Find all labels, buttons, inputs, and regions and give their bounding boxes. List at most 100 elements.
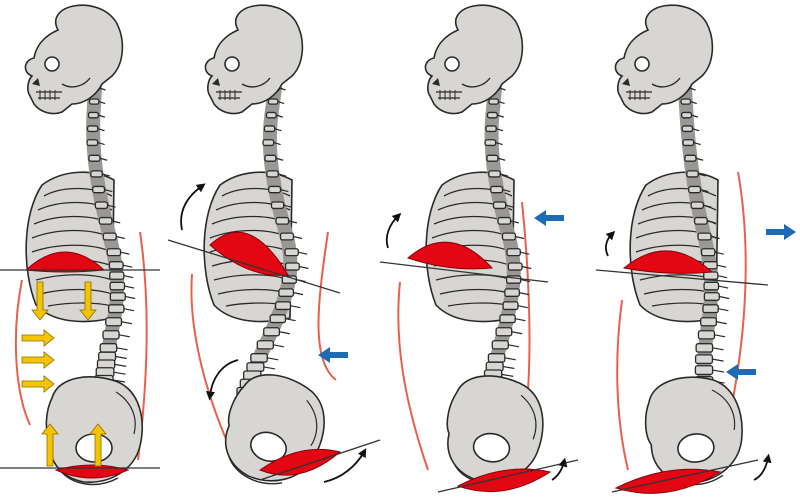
vertebra xyxy=(262,139,275,147)
vertebra xyxy=(250,353,268,363)
vertebra xyxy=(506,248,521,257)
spinous-process xyxy=(692,128,700,132)
vertebra xyxy=(507,262,523,271)
spinous-process xyxy=(111,220,121,224)
pelvic-floor xyxy=(258,448,342,476)
rotation-arrow-up xyxy=(605,230,616,257)
vertebra xyxy=(275,216,290,225)
spinous-process xyxy=(714,251,724,255)
spinous-process xyxy=(703,204,712,208)
vertebra xyxy=(88,154,101,162)
pelvic-axis-line xyxy=(611,459,759,493)
spinous-process xyxy=(691,114,699,118)
vertebra xyxy=(702,304,719,314)
spinous-process xyxy=(99,157,108,161)
vertebra xyxy=(695,343,714,353)
vertebra xyxy=(90,170,103,178)
pressure-arrow-up xyxy=(89,423,107,467)
spinous-process xyxy=(520,251,530,255)
vertebra xyxy=(485,125,497,133)
vertebra xyxy=(284,262,300,271)
vertebra xyxy=(266,170,279,178)
vertebra xyxy=(487,353,506,363)
spinous-process xyxy=(502,188,511,193)
spinous-process xyxy=(505,204,514,208)
spinous-process xyxy=(280,188,289,193)
skeleton-panel-2 xyxy=(167,4,381,498)
spinous-process xyxy=(293,235,303,240)
vertebra xyxy=(688,185,702,194)
spinous-process xyxy=(116,235,125,240)
vertebra xyxy=(264,154,277,162)
spinous-process xyxy=(517,305,528,309)
spinous-process xyxy=(288,220,298,224)
skull xyxy=(24,4,124,115)
vertebra xyxy=(697,330,716,340)
pelvic-axis-line xyxy=(437,459,579,493)
spinous-process xyxy=(98,100,106,105)
spinous-process xyxy=(274,128,282,132)
skull xyxy=(204,4,304,115)
vertebra xyxy=(488,98,500,105)
diaphragm-axis-line xyxy=(379,261,549,283)
pressure-arrow-inward xyxy=(21,329,55,347)
back-muscle-line xyxy=(317,231,337,381)
spinous-process xyxy=(107,204,116,208)
spinous-process xyxy=(118,334,130,338)
skull xyxy=(424,4,524,115)
abdominal-muscle-line xyxy=(616,299,629,471)
vertebra xyxy=(703,292,720,301)
spinous-process xyxy=(122,264,133,268)
vertebra xyxy=(99,343,118,353)
vertebra xyxy=(700,317,717,327)
skull xyxy=(614,4,714,115)
vertebra xyxy=(105,317,123,327)
vertebra xyxy=(246,362,265,372)
spinous-process xyxy=(267,357,279,361)
rotation-arrow-up xyxy=(753,453,772,481)
vertebra xyxy=(263,327,281,337)
vertebra xyxy=(693,216,708,225)
spinous-process xyxy=(510,220,520,224)
vertebra xyxy=(102,330,120,340)
vertebra xyxy=(703,281,720,291)
force-arrow-left xyxy=(318,347,348,363)
spinous-process xyxy=(497,157,506,161)
spinous-process xyxy=(123,308,135,312)
vertebra xyxy=(270,201,285,210)
spinous-process xyxy=(121,321,133,325)
vertebra xyxy=(86,139,99,147)
pressure-arrow-down xyxy=(79,281,97,321)
vertebra xyxy=(284,248,299,257)
abdominal-muscle-line xyxy=(397,281,429,471)
vertebra xyxy=(700,248,716,257)
spinous-process xyxy=(719,295,730,300)
diaphragm xyxy=(622,250,714,274)
vertebra xyxy=(278,288,295,297)
diaphragm xyxy=(407,241,494,270)
vertebra xyxy=(109,292,126,301)
vertebra xyxy=(495,327,513,337)
vertebra xyxy=(86,125,99,133)
spinous-process xyxy=(120,251,130,255)
diaphragm xyxy=(209,231,289,276)
vertebra xyxy=(686,170,699,178)
vertebra xyxy=(87,111,99,119)
vertebra xyxy=(107,304,125,314)
vertebra xyxy=(488,170,501,178)
spinous-process xyxy=(693,142,701,146)
spinous-process xyxy=(497,114,504,118)
spinous-process xyxy=(706,220,716,224)
spinous-process xyxy=(283,204,292,208)
spinous-process xyxy=(273,344,285,348)
abdominal-muscle-line xyxy=(14,279,31,426)
spinous-process xyxy=(503,365,515,370)
spinous-process xyxy=(113,371,126,375)
vertebra xyxy=(681,125,694,133)
spinous-process xyxy=(500,173,508,177)
spinous-process xyxy=(123,275,134,279)
spinous-process xyxy=(115,355,127,360)
diaphragm-axis-line xyxy=(167,239,341,294)
vertebra xyxy=(697,232,712,241)
